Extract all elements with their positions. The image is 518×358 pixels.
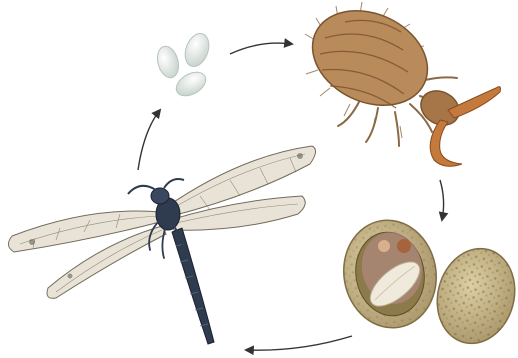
adult-antlion-icon bbox=[8, 146, 315, 344]
arrow-pupa-to-adult bbox=[246, 336, 352, 350]
cocoon-icon bbox=[335, 213, 518, 352]
antlion-larva-icon bbox=[297, 0, 500, 166]
arrow-egg-to-larva bbox=[230, 43, 292, 54]
egg-cluster-icon bbox=[154, 30, 213, 100]
arrow-larva-to-pupa bbox=[440, 180, 444, 220]
arrow-adult-to-egg bbox=[138, 110, 160, 170]
